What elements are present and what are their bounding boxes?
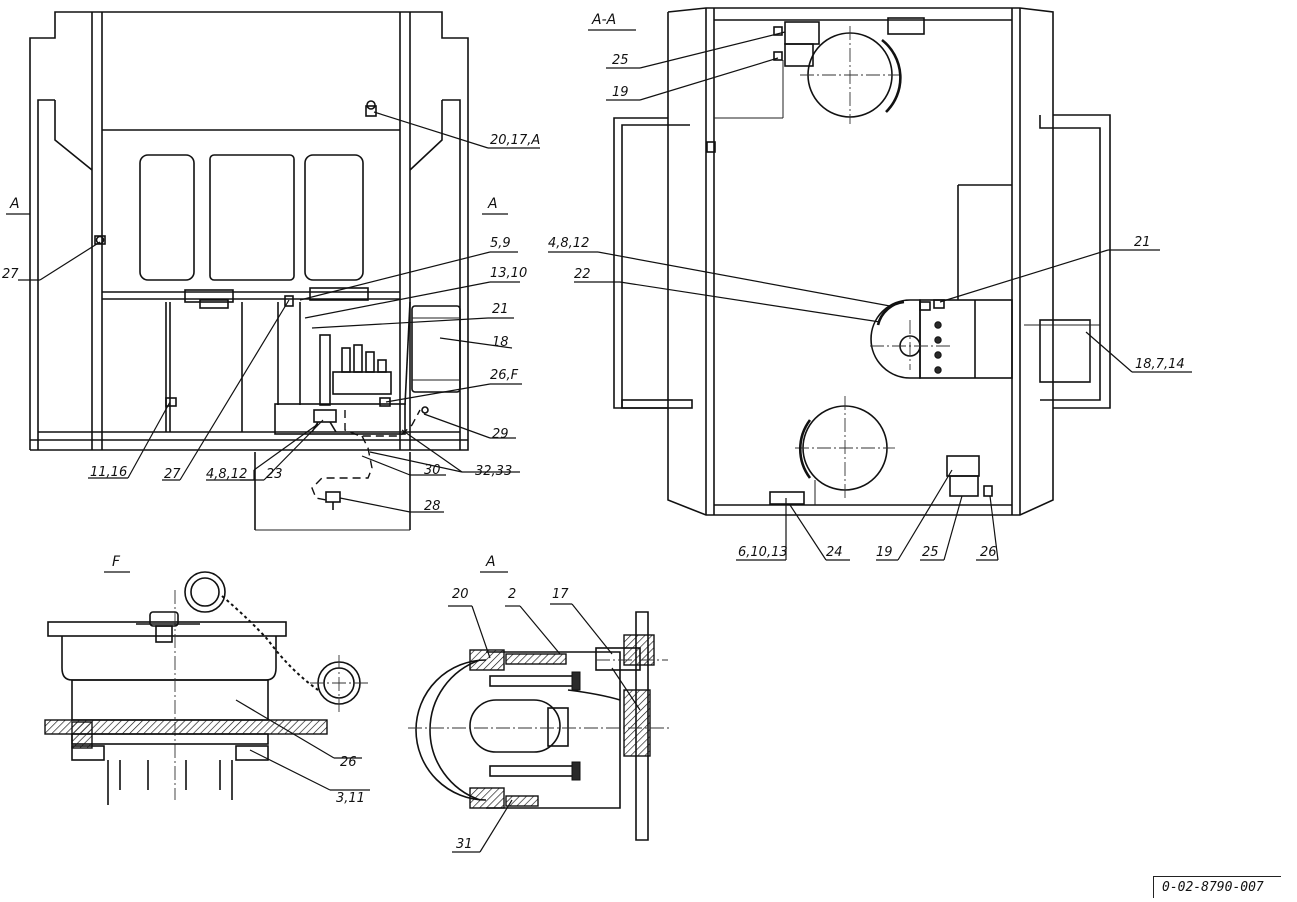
- detail-a-title: A: [485, 554, 496, 570]
- callout-front-10: 23: [266, 467, 283, 482]
- callout-front-0: 20,17,A: [490, 133, 540, 148]
- section-view-annotations: A-A 25 19 4,8,12 22 21 18,7,14 6,10,13 2…: [548, 12, 1192, 561]
- callout-front-5: 26,F: [490, 368, 519, 383]
- callout-front-7: 32,33: [475, 464, 512, 479]
- callout-f-1: 3,11: [336, 791, 365, 806]
- callout-section-6: 6,10,13: [738, 545, 788, 560]
- callout-front-2: 13,10: [490, 266, 527, 281]
- callout-section-10: 26: [980, 545, 997, 560]
- callout-section-1: 19: [612, 85, 629, 100]
- callout-a-1: 2: [508, 587, 516, 602]
- callout-front-4: 18: [492, 335, 509, 350]
- callout-front-13: 11,16: [90, 465, 127, 480]
- section-mark-left: A: [9, 196, 20, 212]
- section-title: A-A: [591, 12, 616, 28]
- callout-a-0: 20: [452, 587, 469, 602]
- callout-section-9: 25: [922, 545, 939, 560]
- callout-front-12: 27: [2, 267, 19, 282]
- detail-f: F 26 3,11: [44, 554, 370, 806]
- detail-a: A 20 2 17: [408, 554, 670, 853]
- callout-section-7: 24: [826, 545, 843, 560]
- callout-section-2: 4,8,12: [548, 236, 589, 251]
- callout-front-3: 21: [492, 302, 509, 317]
- callout-front-14: 27: [164, 467, 181, 482]
- callout-section-5: 18,7,14: [1135, 357, 1185, 372]
- callout-front-11: 4,8,12: [206, 467, 247, 482]
- callout-section-3: 22: [574, 267, 591, 282]
- callout-a-3: 31: [456, 837, 473, 852]
- callout-section-8: 19: [876, 545, 893, 560]
- callout-front-8: 30: [424, 463, 441, 478]
- callout-section-0: 25: [612, 53, 629, 68]
- front-view: [29, 11, 469, 531]
- callout-front-6: 29: [492, 427, 509, 442]
- callout-front-1: 5,9: [490, 236, 511, 251]
- callout-front-9: 28: [424, 499, 441, 514]
- callout-a-2: 17: [552, 587, 569, 602]
- section-mark-right: A: [487, 196, 498, 212]
- detail-f-title: F: [112, 554, 121, 570]
- section-view: [613, 7, 1111, 516]
- callout-section-4: 21: [1134, 235, 1151, 250]
- front-view-annotations: A A 20,17,A 5,9 13,10 21 18 26,F 29 32,3…: [2, 111, 540, 514]
- callout-f-0: 26: [340, 755, 357, 770]
- drawing-number: 0-02-8790-007: [1153, 876, 1281, 898]
